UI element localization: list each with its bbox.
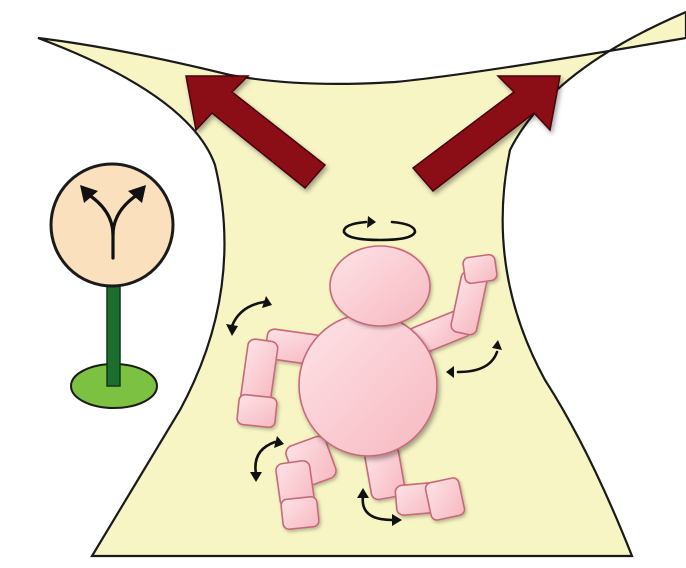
robot-head [330,246,430,326]
junction-sign [51,164,173,408]
robot-torso [299,314,437,456]
sign-pole [107,282,120,386]
